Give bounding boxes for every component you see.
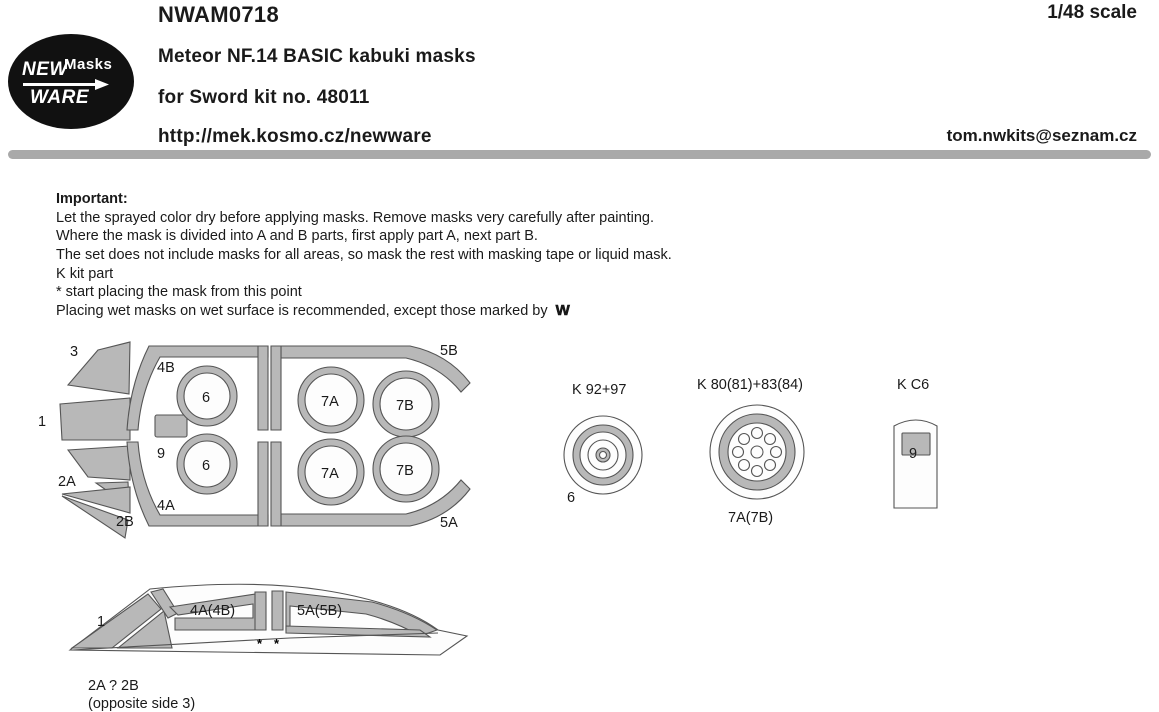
product-title: Meteor NF.14 BASIC kabuki masks: [158, 46, 476, 67]
label-7b-top: 7B: [396, 398, 414, 414]
loose-mask-pieces: [59, 341, 131, 539]
important-line-3: The set does not include masks for all a…: [56, 246, 672, 263]
logo-text-ware: WARE: [30, 87, 89, 108]
label-7a-bottom: 7A: [321, 466, 339, 482]
mask-piece-1: [59, 397, 131, 441]
logo-text-masks: Masks: [64, 56, 113, 73]
mask-piece-9-rect: [154, 414, 188, 438]
label-profile-4a4b: 4A(4B): [190, 603, 235, 619]
frame-5-left-lower: [270, 441, 282, 527]
frame-5a-rail: [280, 479, 471, 527]
label-6-bottom: 6: [202, 458, 210, 474]
frame-4-right-lower: [257, 441, 269, 527]
part-c6-shape: [893, 419, 938, 509]
ring-6-bottom: [176, 433, 238, 495]
label-2b: 2B: [116, 514, 134, 530]
label-star-left: *: [257, 636, 263, 651]
label-star-right: *: [274, 636, 280, 651]
frame-4b-rail: [126, 345, 269, 431]
profile-piece-2: [116, 610, 173, 649]
label-7a-top: 7A: [321, 394, 339, 410]
canopy-frame-4: [126, 345, 269, 527]
scale-label: 1/48 scale: [1047, 2, 1137, 23]
label-wheel-small-number: 6: [567, 490, 575, 506]
label-part-c6-number: 9: [909, 446, 917, 462]
contact-email[interactable]: tom.nwkits@seznam.cz: [946, 126, 1137, 145]
important-line-2: Where the mask is divided into A and B p…: [56, 228, 538, 245]
caption-wheel-large: K 80(81)+83(84): [697, 377, 803, 393]
label-profile-1: 1: [97, 614, 105, 630]
logo-oval-background: [8, 34, 134, 129]
label-9: 9: [157, 446, 165, 462]
product-code: NWAM0718: [158, 2, 279, 27]
canopy-frame-5: [270, 345, 471, 527]
wet-note-text: Placing wet masks on wet surface is reco…: [56, 303, 552, 320]
mask-piece-2b-lower: [61, 495, 129, 539]
label-5a: 5A: [440, 515, 458, 531]
important-heading: Important:: [56, 191, 128, 207]
important-notes: Important: Let the sprayed color dry bef…: [56, 190, 856, 321]
label-7b-bottom: 7B: [396, 463, 414, 479]
header-divider: [8, 150, 1151, 159]
important-line-5: * start placing the mask from this point: [56, 284, 302, 301]
frame-5-left-upper: [270, 345, 282, 431]
ring-7a-bottom: [297, 438, 365, 506]
caption-part-c6: K C6: [897, 377, 929, 393]
newware-logo: NEW WARE Masks: [8, 34, 134, 129]
mask-diagram-area: 3 1 2A 2B 4B 4A 9 6 6 5B 5A: [0, 330, 1159, 712]
mask-piece-2a-upper: [66, 445, 131, 481]
website-url[interactable]: http://mek.kosmo.cz/newware: [158, 126, 432, 147]
ring-7b-top: [372, 370, 440, 438]
label-2a: 2A: [58, 474, 76, 490]
part-c6-window: [901, 432, 931, 456]
frame-5b-rail: [280, 345, 471, 393]
right-arrow-icon: [23, 79, 109, 90]
label-1: 1: [38, 414, 46, 430]
caption-wheel-small: K 92+97: [572, 382, 626, 398]
note-opposite-main: 2A ? 2B: [88, 678, 139, 694]
wheel-small-92-97: [563, 415, 643, 495]
note-opposite-sub: (opposite side 3): [88, 696, 195, 712]
label-4a: 4A: [157, 498, 175, 514]
mask-piece-3: [66, 341, 131, 395]
wheel-hub-holes: [731, 426, 783, 478]
profile-post-2: [271, 590, 284, 631]
profile-post-1: [254, 591, 267, 631]
label-5b: 5B: [440, 343, 458, 359]
wheel-large-80-83: [709, 404, 805, 500]
important-line-4: K kit part: [56, 265, 114, 282]
ring-7b-bottom: [372, 435, 440, 503]
wet-mask-marker-icon: W: [555, 302, 570, 320]
page-header: NEW WARE Masks NWAM0718 Meteor NF.14 BAS…: [0, 0, 1159, 168]
label-3: 3: [70, 344, 78, 360]
label-wheel-large-number: 7A(7B): [728, 510, 773, 526]
profile-hull-line: [71, 632, 439, 651]
ring-7a-top: [297, 366, 365, 434]
important-line-wet: Placing wet masks on wet surface is reco…: [56, 302, 856, 321]
label-4b: 4B: [157, 360, 175, 376]
label-profile-5a5b: 5A(5B): [297, 603, 342, 619]
important-line-1: Let the sprayed color dry before applyin…: [56, 209, 654, 226]
kit-reference: for Sword kit no. 48011: [158, 87, 370, 108]
logo-text-new: NEW: [22, 59, 68, 80]
mask-piece-2b-upper: [61, 486, 131, 514]
side-profile-canopy: [68, 583, 469, 656]
label-6-top: 6: [202, 390, 210, 406]
frame-4-right-upper: [257, 345, 269, 431]
ring-6-top: [176, 365, 238, 427]
